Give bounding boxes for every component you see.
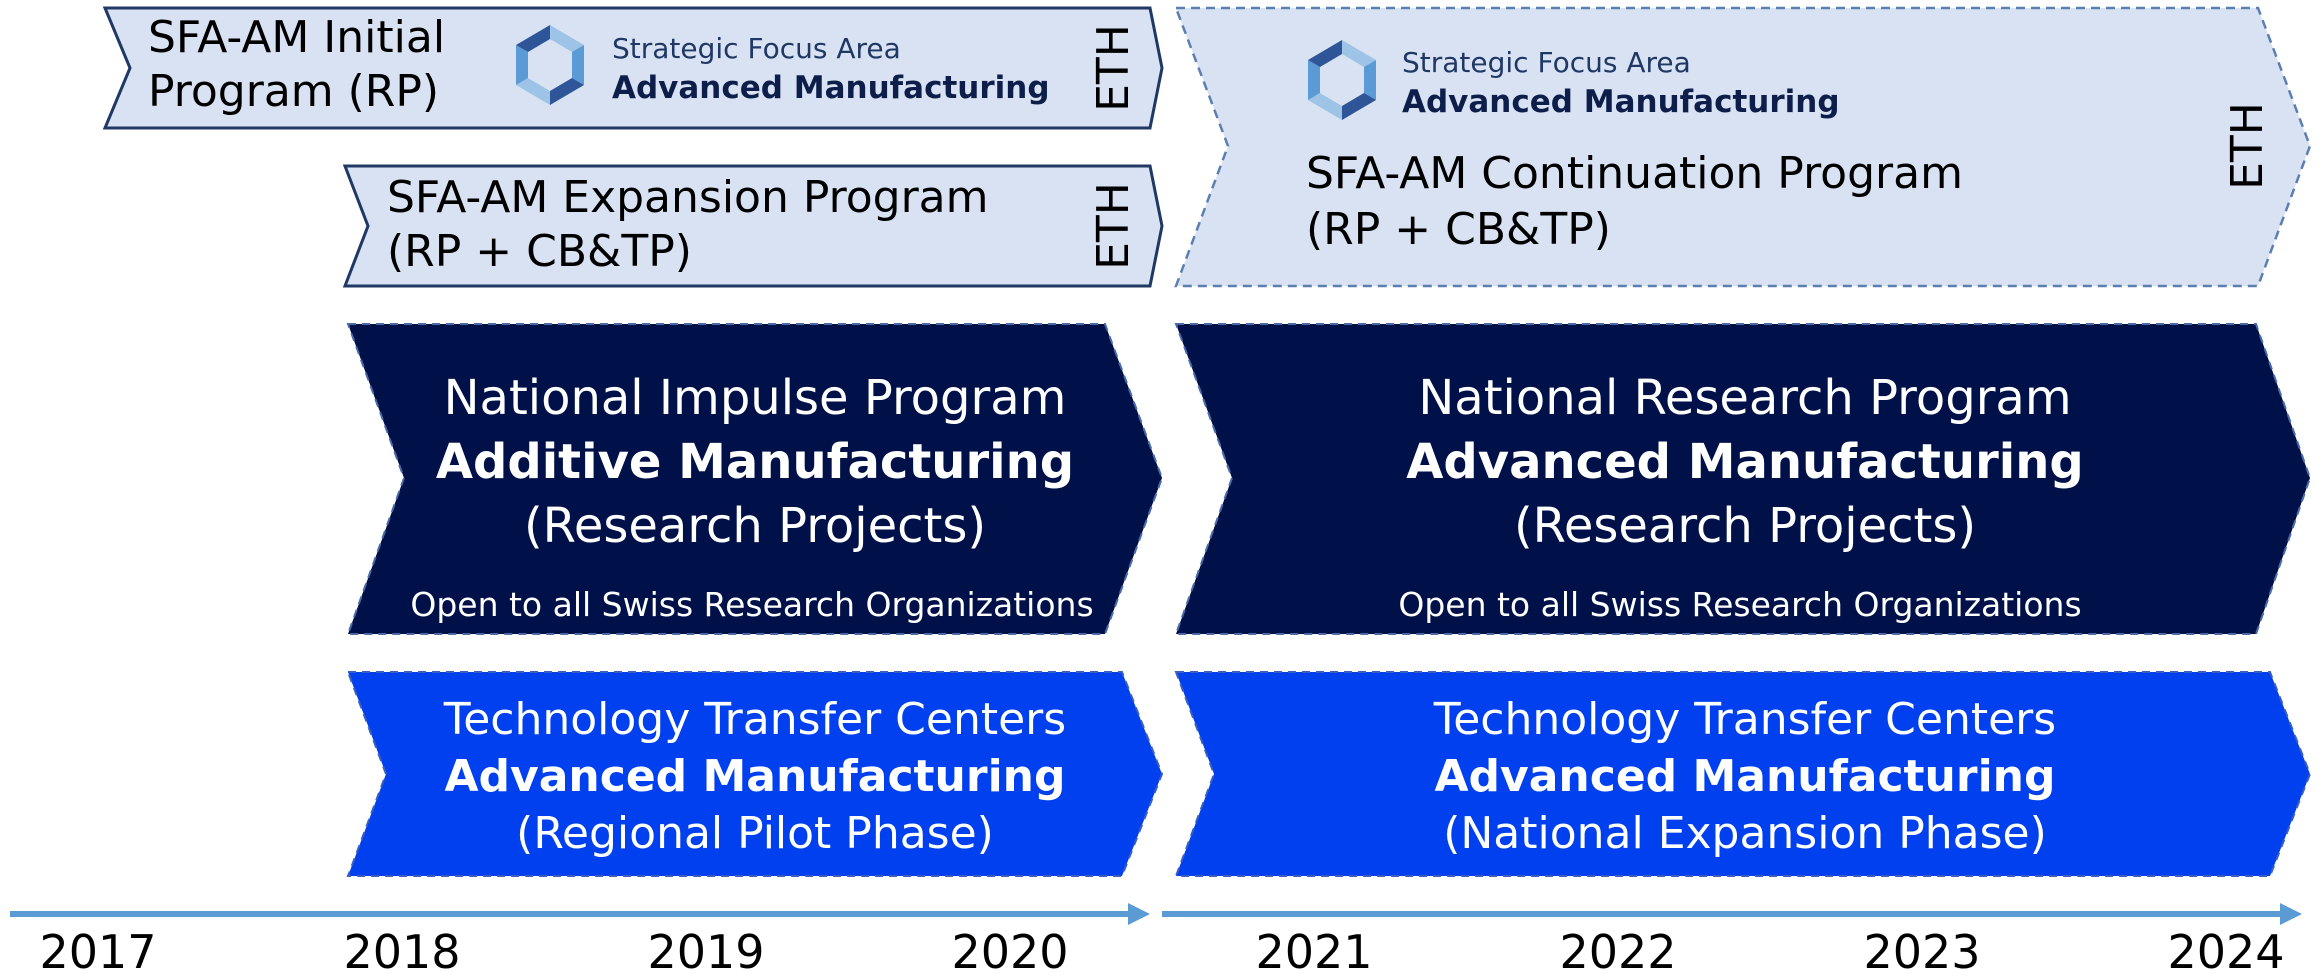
year-label-2020: 2020 — [951, 925, 1068, 976]
ttc-national-line3: (National Expansion Phase) — [1443, 808, 2047, 859]
sfa-expansion-program-box: SFA-AM Expansion Program (RP + CB&TP) ET… — [342, 164, 1164, 288]
year-label-2022: 2022 — [1559, 925, 1676, 976]
ttc-pilot-line3: (Regional Pilot Phase) — [516, 808, 994, 859]
year-label-2023: 2023 — [1863, 925, 1980, 976]
timeline: 2017 2018 2019 2020 2021 2022 2023 2024 — [10, 903, 2302, 976]
sfa-initial-title-line1: SFA-AM Initial — [148, 12, 445, 63]
ttc-national-line2: Advanced Manufacturing — [1435, 751, 2056, 802]
sfa-initial-program-box: SFA-AM Initial Program (RP) Strategic Fo… — [102, 6, 1164, 130]
sfa-continuation-eth-label: ETH — [2222, 102, 2273, 190]
year-label-2024: 2024 — [2167, 925, 2284, 976]
ttc-pilot-chevron-shape — [346, 671, 1164, 877]
ttc-regional-pilot-box: Technology Transfer Centers Advanced Man… — [346, 671, 1164, 877]
nrp-note: Open to all Swiss Research Organizations — [1398, 585, 2081, 624]
nrp-chevron-shape — [1174, 323, 2312, 635]
nip-title-line3: (Research Projects) — [524, 498, 986, 554]
sfa-continuation-arrow-shape — [1174, 6, 2312, 288]
sfa-initial-logo-line2: Advanced Manufacturing — [612, 70, 1050, 106]
nrp-title-line1: National Research Program — [1418, 370, 2071, 426]
ttc-pilot-line2: Advanced Manufacturing — [445, 751, 1066, 802]
year-label-2018: 2018 — [343, 925, 460, 976]
timeline-arrowhead-1 — [1128, 903, 1150, 925]
sfa-initial-arrow-shape — [102, 6, 1164, 130]
nrp-title-line3: (Research Projects) — [1514, 498, 1976, 554]
sfa-expansion-title-line2: (RP + CB&TP) — [387, 226, 692, 277]
nrp-title-line2: Advanced Manufacturing — [1406, 434, 2083, 490]
ttc-national-chevron-shape — [1174, 671, 2312, 877]
year-label-2019: 2019 — [647, 925, 764, 976]
nip-title-line2: Additive Manufacturing — [436, 434, 1074, 490]
sfa-continuation-logo-line1: Strategic Focus Area — [1402, 46, 1691, 79]
sfa-expansion-arrow-shape — [342, 164, 1164, 288]
ttc-national-line1: Technology Transfer Centers — [1433, 694, 2056, 745]
ttc-pilot-line1: Technology Transfer Centers — [443, 694, 1066, 745]
national-impulse-program-box: National Impulse Program Additive Manufa… — [346, 323, 1164, 635]
sfa-continuation-logo-line2: Advanced Manufacturing — [1402, 84, 1840, 120]
timeline-arrowhead-2 — [2280, 903, 2302, 925]
sfa-expansion-eth-label: ETH — [1088, 182, 1139, 270]
sfa-continuation-program-box: Strategic Focus Area Advanced Manufactur… — [1174, 6, 2312, 288]
national-research-program-box: National Research Program Advanced Manuf… — [1174, 323, 2312, 635]
sfa-expansion-title-line1: SFA-AM Expansion Program — [387, 172, 989, 223]
nip-chevron-shape — [346, 323, 1164, 635]
nip-note: Open to all Swiss Research Organizations — [410, 585, 1093, 624]
year-label-2017: 2017 — [39, 925, 156, 976]
ttc-national-expansion-box: Technology Transfer Centers Advanced Man… — [1174, 671, 2312, 877]
year-label-2021: 2021 — [1255, 925, 1372, 976]
sfa-continuation-title-line1: SFA-AM Continuation Program — [1306, 148, 1963, 199]
sfa-initial-logo-line1: Strategic Focus Area — [612, 32, 901, 65]
sfa-initial-title-line2: Program (RP) — [148, 66, 439, 117]
year-labels: 2017 2018 2019 2020 2021 2022 2023 2024 — [39, 925, 2284, 976]
sfa-initial-eth-label: ETH — [1088, 24, 1139, 112]
nip-title-line1: National Impulse Program — [444, 370, 1067, 426]
sfa-continuation-title-line2: (RP + CB&TP) — [1306, 204, 1611, 255]
